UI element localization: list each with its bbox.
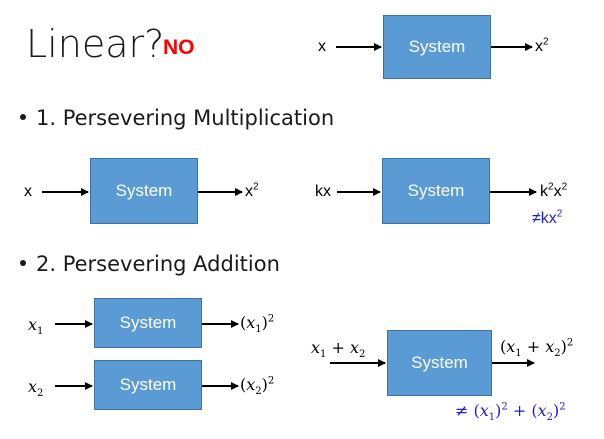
add-combined-output: (x1 + x2)2 [500,337,574,360]
mult-not-equal-note: ≠kx2 [532,208,563,227]
add-row2-system-box: System [94,360,202,410]
top-input-label: x [318,38,326,55]
top-system-label: System [408,37,466,56]
bullet-addition: 2. Persevering Addition [20,252,280,276]
mult-left-system-box: System [90,158,198,224]
top-system-box: System [383,15,491,79]
add-row1-system-label: System [119,313,177,332]
page-title: Linear? [26,22,165,66]
add-row2-output: (x2)2 [240,375,275,398]
mult-right-system-box: System [382,158,490,224]
mult-right-system-label: System [407,181,465,200]
bullet-dot [20,114,26,120]
add-row1-input: x1 [28,315,44,338]
add-combined-system-label: System [411,353,468,372]
add-combined-input: x1 + x2 [311,338,366,361]
add-combined-system-box: System [387,330,492,396]
mult-right-output: k2x2 [540,181,568,200]
bullet-multiplication: 1. Persevering Multiplication [20,106,334,130]
add-row2-input: x2 [28,377,44,400]
add-not-equal-note: ≠ (x1)2 + (x2)2 [455,401,566,424]
mult-left-input: x [24,183,32,200]
mult-right-input: kx [315,183,331,200]
mult-left-system-label: System [115,181,173,200]
add-row1-system-box: System [94,298,202,348]
add-row2-system-label: System [119,375,177,394]
answer-label: NO [163,36,195,59]
top-output-label: x2 [535,36,549,55]
add-row1-output: (x1)2 [240,313,275,336]
bullet-dot [20,260,26,266]
mult-left-output: x2 [245,181,259,200]
